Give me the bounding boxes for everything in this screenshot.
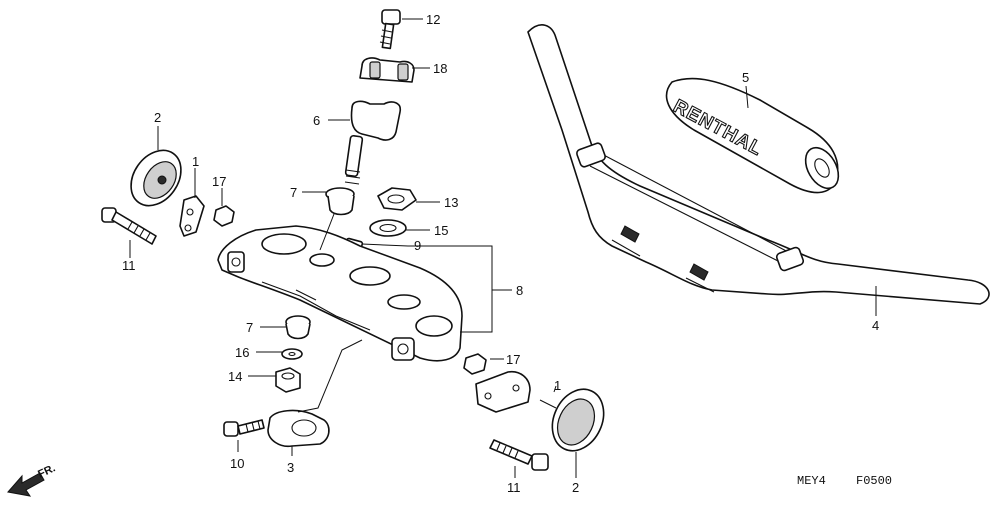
callout-4: 4	[872, 318, 879, 333]
bar-clamp-right	[775, 246, 805, 272]
callout-9: 9	[414, 238, 421, 253]
callout-2-right: 2	[572, 480, 579, 495]
callout-13: 13	[444, 195, 458, 210]
callout-16: 16	[235, 345, 249, 360]
bolt-11-right	[489, 439, 549, 471]
callout-6: 6	[313, 113, 320, 128]
end-cap-2-right	[551, 388, 605, 452]
diagram-code-right: F0500	[856, 474, 892, 488]
callout-17-left: 17	[212, 174, 226, 189]
end-cap-2-left	[130, 149, 182, 207]
callout-5: 5	[742, 70, 749, 85]
callout-8: 8	[516, 283, 523, 298]
nut-17-right	[463, 353, 487, 375]
washer-16	[281, 348, 303, 360]
clamp-1-right	[475, 370, 531, 413]
callout-14: 14	[228, 369, 242, 384]
front-arrow-icon	[7, 472, 45, 497]
clamp-1-left	[179, 195, 205, 237]
upper-holder-cap	[359, 57, 415, 83]
leader-lines	[129, 18, 877, 478]
diagram-code-left: MEY4	[797, 474, 826, 488]
rubber-7-lower	[285, 315, 311, 340]
callout-11-right: 11	[507, 480, 521, 495]
nut-13	[377, 187, 417, 211]
callout-numbers: 12 18 6 2 1 17 11 7 13 15 9 8 7 16 14 17…	[122, 12, 879, 495]
bolt-11-left	[101, 207, 157, 245]
bar-clamp-left	[576, 142, 606, 168]
bolt-12	[379, 9, 401, 50]
callout-18: 18	[433, 61, 447, 76]
handlebar	[527, 24, 990, 305]
callout-2-left: 2	[154, 110, 161, 125]
rubber-7-upper	[325, 187, 355, 216]
callout-12: 12	[426, 12, 440, 27]
top-bridge	[217, 225, 463, 362]
callout-7-upper: 7	[290, 185, 297, 200]
front-label: FR.	[36, 462, 57, 480]
callout-1-left: 1	[192, 154, 199, 169]
callout-15: 15	[434, 223, 448, 238]
front-direction-indicator: FR.	[7, 462, 57, 497]
callout-10: 10	[230, 456, 244, 471]
bolt-10	[223, 419, 265, 437]
upper-holder	[344, 100, 402, 185]
callout-17-right: 17	[506, 352, 520, 367]
renthal-bar-pad: RENTHAL	[665, 77, 840, 194]
nut-17-left	[213, 205, 235, 227]
clamp-3	[267, 409, 330, 448]
callout-11-left: 11	[122, 258, 136, 273]
nut-14	[275, 367, 301, 393]
callout-1-right: 1	[554, 378, 561, 393]
callout-3: 3	[287, 460, 294, 475]
washer-15	[369, 219, 407, 237]
callout-7-lower: 7	[246, 320, 253, 335]
